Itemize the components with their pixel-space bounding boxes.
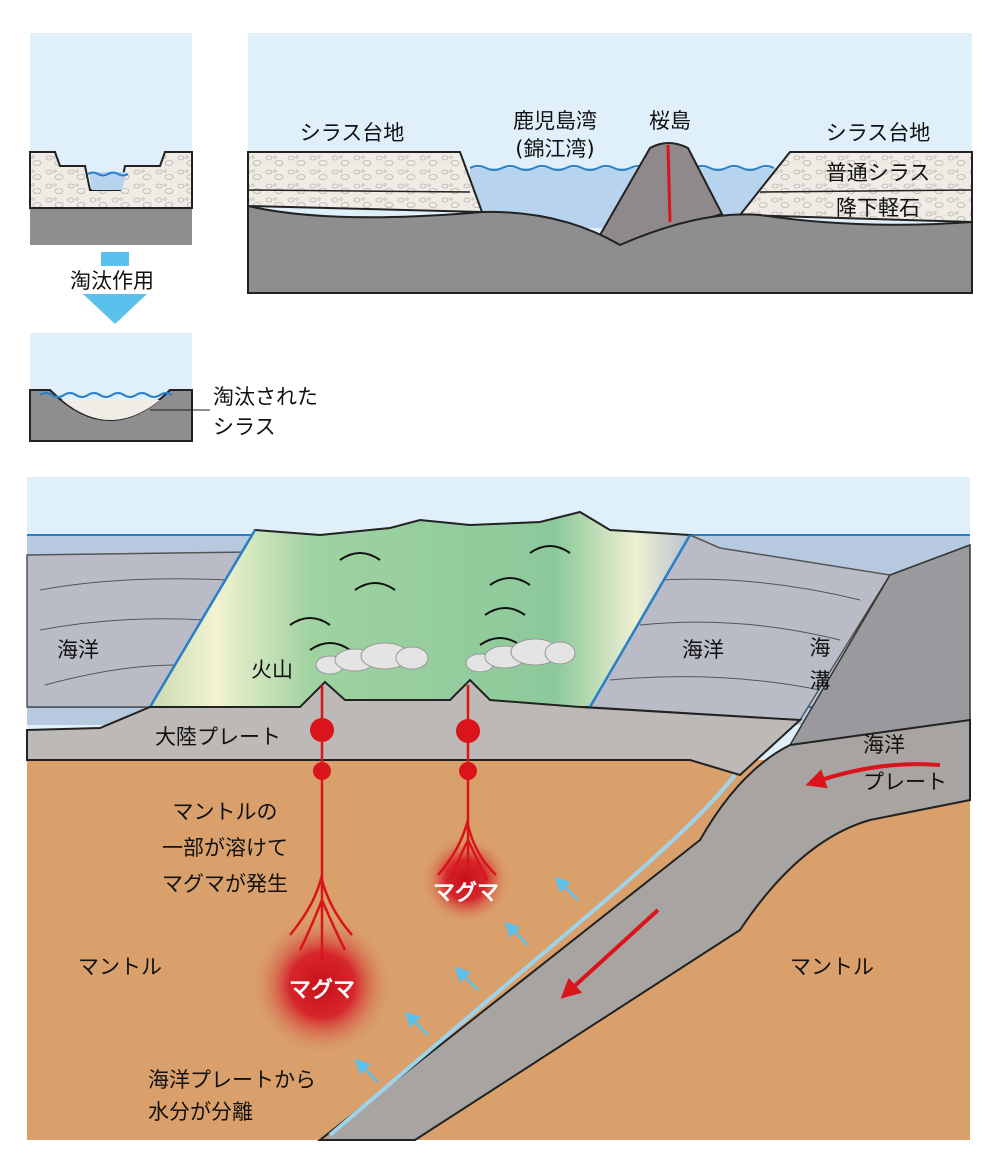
water-separation-label-2: 水分が分離 (148, 1100, 253, 1124)
plate-motion-arrow (805, 762, 941, 789)
steam-cloud (315, 638, 576, 675)
magma-large-label: マグマ (289, 977, 355, 1003)
sakurajima-label: 桜島 (649, 109, 691, 133)
kagoshima-bay-label: 鹿児島湾 (513, 109, 597, 133)
mantle-left-label: マントル (78, 955, 162, 979)
panel-after-sorting: 淘汰された シラス (29, 333, 318, 442)
melt-label-2: 一部が溶けて (162, 836, 288, 860)
oceanic-plate-label-2: プレート (863, 770, 947, 794)
panel-kagoshima-bay: シラス台地 鹿児島湾 (錦江湾) 桜島 シラス台地 普通シラス 降下軽石 (247, 33, 973, 294)
shirasu-plateau-right-label: シラス台地 (826, 121, 931, 145)
sorting-arrow: 淘汰作用 (58, 252, 166, 324)
pumice-label: 降下軽石 (836, 196, 920, 220)
normal-shirasu-label: 普通シラス (826, 161, 931, 185)
melt-label-3: マグマが発生 (162, 872, 288, 896)
mantle-right-label: マントル (790, 955, 874, 979)
subduction-arrow (560, 908, 660, 999)
kinko-bay-label: (錦江湾) (515, 137, 594, 161)
trench-label-1: 海 (810, 636, 831, 660)
water-separation-label-1: 海洋プレートから (148, 1068, 316, 1092)
ocean-left-label: 海洋 (57, 638, 99, 662)
panel-before-sorting (29, 33, 193, 245)
sorting-label: 淘汰作用 (70, 269, 154, 293)
continental-plate-label: 大陸プレート (155, 725, 281, 749)
magma-small-label: マグマ (433, 880, 499, 906)
water-release-arrows (354, 876, 579, 1083)
melt-label-1: マントルの (173, 800, 278, 824)
ocean-right-label: 海洋 (682, 638, 724, 662)
sorted-shirasu-label-1: 淘汰された (213, 385, 318, 409)
trench-label-2: 溝 (810, 669, 831, 693)
sorted-shirasu-label-2: シラス (213, 415, 276, 439)
shirasu-plateau-left-label: シラス台地 (300, 121, 405, 145)
panel-subduction-zone: 海洋 火山 大陸プレート 海洋 海 溝 海洋 プレート マントルの 一部が溶けて… (26, 477, 971, 1141)
oceanic-plate-label-1: 海洋 (863, 733, 905, 757)
volcano-label: 火山 (251, 658, 293, 682)
